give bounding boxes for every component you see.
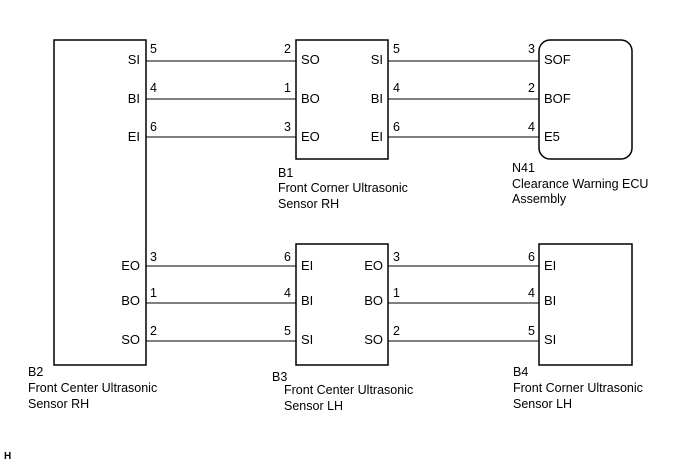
wire-pin-number: 2 [150, 324, 157, 338]
n41-name-line1: Clearance Warning ECU [512, 177, 648, 191]
wire-pin-number: 6 [150, 120, 157, 134]
wire-b1-bi-to-n41-bof: 4 2 [388, 81, 539, 100]
component-n41: SOF BOF E5 N41 Clearance Warning ECU Ass… [512, 39, 648, 206]
b1-pin-eo: EO [301, 129, 320, 144]
n41-name-line2: Assembly [512, 192, 567, 206]
b4-pin-si: SI [544, 332, 556, 347]
b2-name-line2: Sensor RH [28, 397, 89, 411]
wire-pin-number: 2 [393, 324, 400, 338]
n41-pin-sof: SOF [544, 52, 571, 67]
wire-b1-si-to-n41-sof: 5 3 [388, 42, 539, 62]
wire-pin-number: 5 [393, 42, 400, 56]
wire-b3-bo-to-b4-bi: 1 4 [388, 286, 539, 304]
b1-pin-ei: EI [371, 129, 383, 144]
n41-pin-e5: E5 [544, 129, 560, 144]
wire-b2-ei-to-b1-eo: 6 3 [146, 120, 296, 138]
wire-b2-si-to-b1-so: 5 2 [146, 42, 296, 62]
component-b3: EI BI SI EO BO SO B3 Front Center Ultras… [272, 243, 413, 413]
b3-pin-ei: EI [301, 258, 313, 273]
b3-name-line2: Sensor LH [284, 399, 343, 413]
b2-pin-ei: EI [128, 129, 140, 144]
b3-pin-bi: BI [301, 293, 313, 308]
b1-pin-si: SI [371, 52, 383, 67]
b1-box [295, 39, 389, 160]
wire-pin-number: 1 [284, 81, 291, 95]
wire-pin-number: 4 [528, 120, 535, 134]
n41-pin-bof: BOF [544, 91, 571, 106]
component-b1: SO BO EO SI BI EI B1 Front Corner Ultras… [278, 39, 408, 211]
wire-pin-number: 2 [528, 81, 535, 95]
b4-code: B4 [513, 365, 528, 379]
b2-code: B2 [28, 365, 43, 379]
wire-pin-number: 5 [528, 324, 535, 338]
wire-pin-number: 4 [528, 286, 535, 300]
b4-name-line1: Front Corner Ultrasonic [513, 381, 643, 395]
wire-pin-number: 3 [284, 120, 291, 134]
wire-pin-number: 5 [150, 42, 157, 56]
b3-pin-si: SI [301, 332, 313, 347]
b2-pin-bi: BI [128, 91, 140, 106]
wire-pin-number: 3 [528, 42, 535, 56]
wire-pin-number: 5 [284, 324, 291, 338]
b1-name-line1: Front Corner Ultrasonic [278, 181, 408, 195]
n41-code: N41 [512, 161, 535, 175]
wire-b3-so-to-b4-si: 2 5 [388, 324, 539, 342]
b2-pin-bo: BO [121, 293, 140, 308]
wire-pin-number: 2 [284, 42, 291, 56]
wire-pin-number: 6 [393, 120, 400, 134]
b2-pin-so: SO [121, 332, 140, 347]
wire-b2-eo-to-b3-ei: 3 6 [146, 250, 296, 267]
b3-pin-eo: EO [364, 258, 383, 273]
b3-box [295, 243, 389, 366]
b3-pin-so: SO [364, 332, 383, 347]
wire-b2-bi-to-b1-bo: 4 1 [146, 81, 296, 100]
b2-pin-eo: EO [121, 258, 140, 273]
component-b4: EI BI SI B4 Front Corner Ultrasonic Sens… [513, 243, 643, 411]
b3-pin-bo: BO [364, 293, 383, 308]
wire-b3-eo-to-b4-ei: 3 6 [388, 250, 539, 267]
component-b2: SI BI EI EO BO SO B2 Front Center Ultras… [28, 39, 157, 411]
b4-pin-bi: BI [544, 293, 556, 308]
b1-pin-so: SO [301, 52, 320, 67]
wire-pin-number: 1 [150, 286, 157, 300]
b4-box [538, 243, 633, 366]
b1-name-line2: Sensor RH [278, 197, 339, 211]
wire-b2-bo-to-b3-bi: 1 4 [146, 286, 296, 304]
wire-b1-ei-to-n41-e5: 6 4 [388, 120, 539, 138]
b1-pin-bo: BO [301, 91, 320, 106]
b3-code: B3 [272, 370, 287, 384]
wire-pin-number: 6 [284, 250, 291, 264]
b4-pin-ei: EI [544, 258, 556, 273]
b1-pin-bi: BI [371, 91, 383, 106]
wire-pin-number: 4 [284, 286, 291, 300]
b3-name-line1: Front Center Ultrasonic [284, 383, 413, 397]
wire-pin-number: 4 [393, 81, 400, 95]
figure-mark: H [4, 451, 11, 462]
wire-pin-number: 3 [393, 250, 400, 264]
b2-name-line1: Front Center Ultrasonic [28, 381, 157, 395]
wire-pin-number: 4 [150, 81, 157, 95]
b4-name-line2: Sensor LH [513, 397, 572, 411]
wire-pin-number: 1 [393, 286, 400, 300]
b1-code: B1 [278, 166, 293, 180]
wire-b2-so-to-b3-si: 2 5 [146, 324, 296, 342]
b2-pin-si: SI [128, 52, 140, 67]
wire-pin-number: 3 [150, 250, 157, 264]
wire-pin-number: 6 [528, 250, 535, 264]
b2-box [53, 39, 147, 366]
